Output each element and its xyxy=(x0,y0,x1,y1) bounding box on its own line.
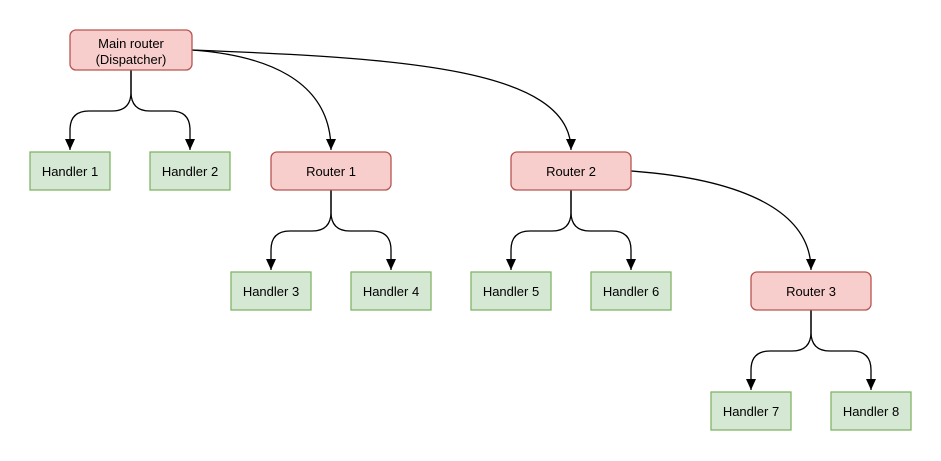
edge-router-1-to-handler-3 xyxy=(266,190,332,270)
handler-1-label: Handler 1 xyxy=(42,164,98,179)
handler-5-label: Handler 5 xyxy=(483,284,539,299)
main-router-label-line2: (Dispatcher) xyxy=(96,52,167,67)
handler-3-label: Handler 3 xyxy=(243,284,299,299)
handler-8-label: Handler 8 xyxy=(843,404,899,419)
edge-router-3-to-handler-7 xyxy=(746,310,812,390)
edge-main-router-to-router-2 xyxy=(191,49,576,151)
edge-main-router-to-handler-1 xyxy=(65,70,132,150)
nodes-layer: Main router (Dispatcher) Handler 1 Handl… xyxy=(29,29,912,431)
router-2-box xyxy=(510,151,632,191)
edge-main-router-to-router-1 xyxy=(191,49,336,151)
edge-router-2-to-router-3 xyxy=(630,170,816,271)
handler-3-box xyxy=(230,271,312,311)
handler-2-label: Handler 2 xyxy=(162,164,218,179)
handler-7-box xyxy=(710,391,792,431)
edge-router-3-to-handler-8 xyxy=(810,310,876,390)
node-handler-7: Handler 7 xyxy=(710,391,792,431)
handler-4-box xyxy=(350,271,432,311)
node-handler-8: Handler 8 xyxy=(830,391,912,431)
handler-6-box xyxy=(590,271,672,311)
handler-6-label: Handler 6 xyxy=(603,284,659,299)
edge-main-router-to-handler-2 xyxy=(130,70,195,150)
main-router-label-line1: Main router xyxy=(98,36,164,51)
handler-4-label: Handler 4 xyxy=(363,284,419,299)
handler-8-box xyxy=(830,391,912,431)
handler-5-box xyxy=(470,271,552,311)
router-3-label: Router 3 xyxy=(786,284,836,299)
node-handler-2: Handler 2 xyxy=(149,151,231,191)
node-router-3: Router 3 xyxy=(750,271,872,311)
node-router-2: Router 2 xyxy=(510,151,632,191)
router-1-label: Router 1 xyxy=(306,164,356,179)
node-handler-1: Handler 1 xyxy=(29,151,111,191)
router-2-label: Router 2 xyxy=(546,164,596,179)
edges-layer xyxy=(65,49,876,390)
node-router-1: Router 1 xyxy=(270,151,392,191)
main-router-box xyxy=(69,29,193,71)
router-1-box xyxy=(270,151,392,191)
handler-1-box xyxy=(29,151,111,191)
router-3-box xyxy=(750,271,872,311)
node-handler-5: Handler 5 xyxy=(470,271,552,311)
handler-2-box xyxy=(149,151,231,191)
node-handler-3: Handler 3 xyxy=(230,271,312,311)
edge-router-2-to-handler-6 xyxy=(570,190,636,270)
handler-7-label: Handler 7 xyxy=(723,404,779,419)
edge-router-2-to-handler-5 xyxy=(506,190,572,270)
node-main-router: Main router (Dispatcher) xyxy=(69,29,193,71)
node-handler-4: Handler 4 xyxy=(350,271,432,311)
edge-router-1-to-handler-4 xyxy=(330,190,396,270)
node-handler-6: Handler 6 xyxy=(590,271,672,311)
